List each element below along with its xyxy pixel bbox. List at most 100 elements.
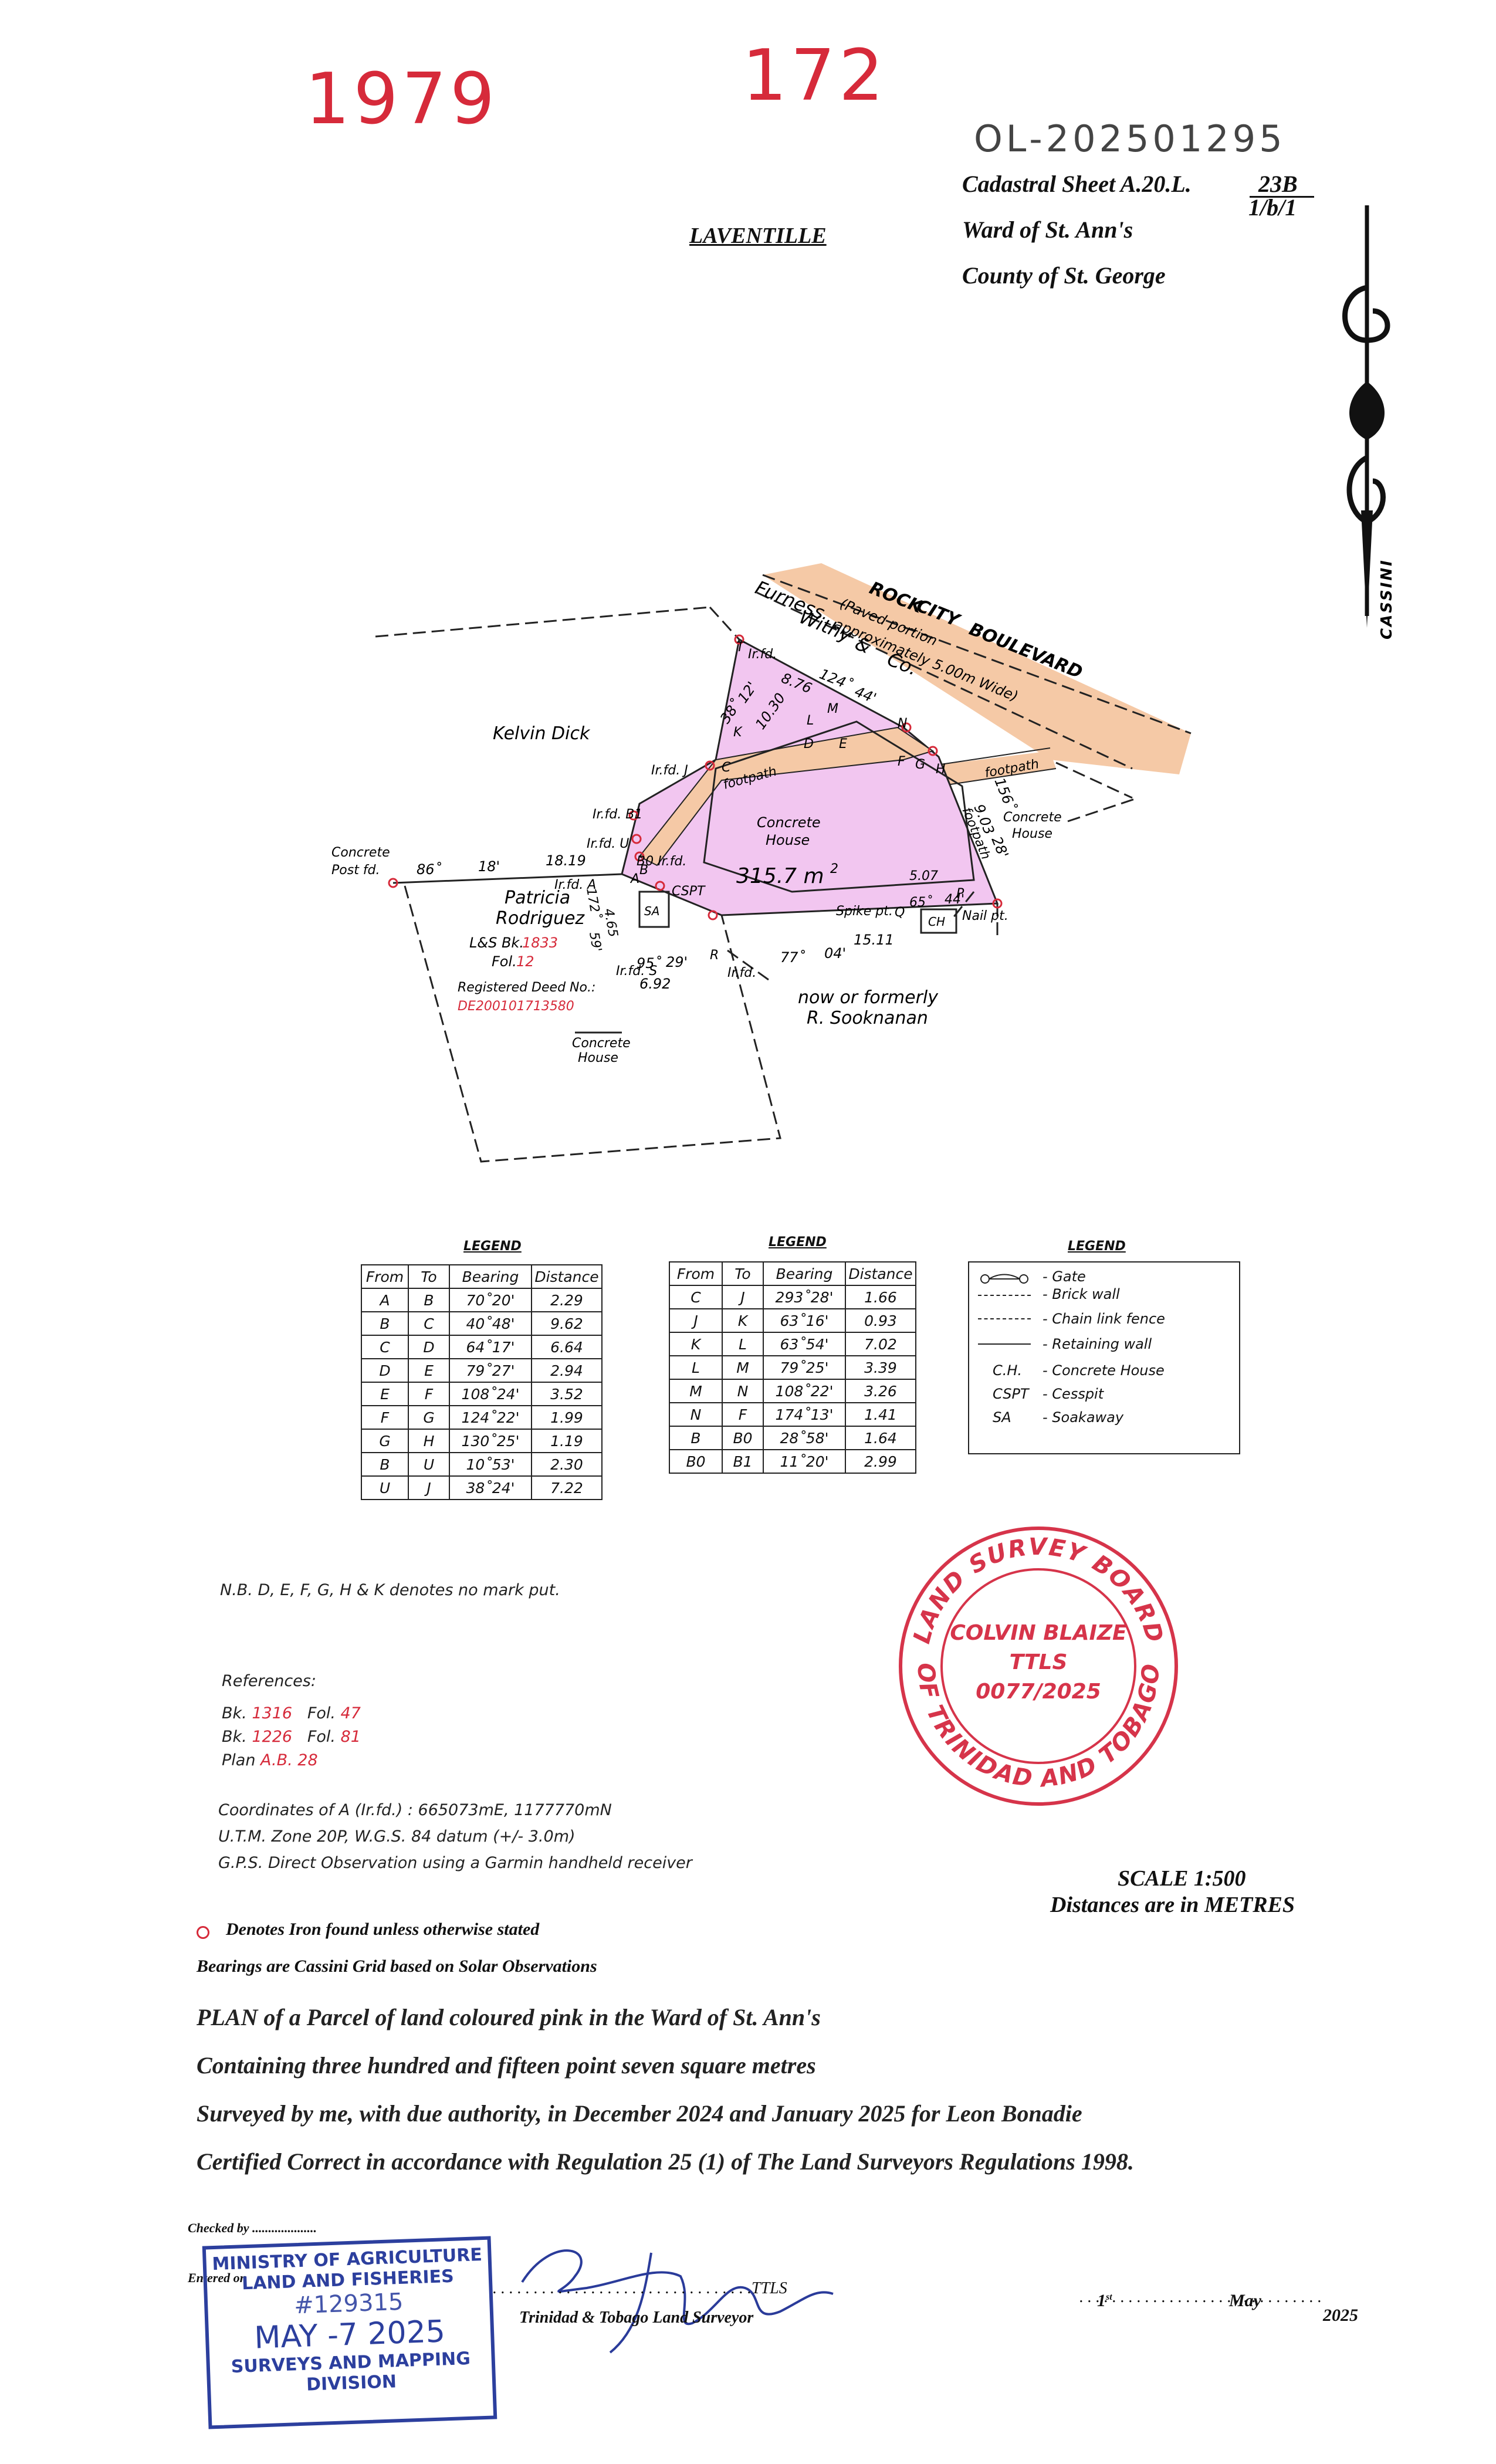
- sheet-number-top: 23B: [1258, 171, 1298, 197]
- svg-text:House: House: [578, 1051, 618, 1065]
- soakaway-box: [638, 891, 670, 928]
- reference-2: Bk. 1226 Fol. 81: [222, 1728, 361, 1746]
- legend2-title: LEGEND: [769, 1235, 827, 1250]
- svg-text:Q: Q: [895, 905, 905, 920]
- svg-text:COLVIN BLAIZE: COLVIN BLAIZE: [950, 1621, 1127, 1645]
- cadastral-sheet-label: Cadastral Sheet A.20.L.: [962, 171, 1192, 197]
- svg-text:DE200101713580: DE200101713580: [458, 999, 574, 1014]
- brick-wall-icon: [978, 1295, 1031, 1296]
- svg-text:Concrete: Concrete: [757, 814, 821, 831]
- svg-text:R: R: [710, 948, 719, 963]
- svg-text:Nail pt.: Nail pt.: [962, 909, 1008, 923]
- svg-text:12: 12: [516, 953, 534, 970]
- svg-text:Concrete: Concrete: [572, 1036, 631, 1051]
- reference-3: Plan A.B. 28: [222, 1751, 318, 1769]
- svg-text:B: B: [639, 863, 648, 878]
- svg-text:18.19: 18.19: [546, 852, 586, 869]
- coordinates-note: Coordinates of A (Ir.fd.) : 665073mE, 11…: [218, 1801, 612, 1819]
- entered-on: Entered on: [188, 2270, 247, 2285]
- svg-text:N: N: [898, 716, 907, 731]
- svg-text:44': 44': [945, 892, 964, 907]
- legend1-title: LEGEND: [463, 1239, 522, 1254]
- svg-text:6.92: 6.92: [639, 976, 671, 992]
- nb-note: N.B. D, E, F, G, H & K denotes no mark p…: [220, 1581, 560, 1599]
- svg-text:Concrete: Concrete: [1003, 810, 1062, 825]
- svg-text:House: House: [1012, 827, 1052, 841]
- county-label: County of St. George: [962, 262, 1166, 289]
- svg-text:95˚: 95˚: [637, 955, 662, 972]
- svg-text:K: K: [733, 725, 743, 740]
- scale-label: SCALE 1:500: [1118, 1866, 1246, 1891]
- chain-fence-icon: [978, 1318, 1031, 1319]
- svg-text:L&S Bk.: L&S Bk.: [469, 935, 524, 951]
- date-day: 1st: [1097, 2291, 1112, 2310]
- ch-box: [920, 908, 957, 934]
- svg-text:77˚: 77˚: [780, 949, 805, 966]
- iron-note: Denotes Iron found unless otherwise stat…: [226, 1920, 540, 1939]
- svg-text:5.07: 5.07: [909, 869, 938, 884]
- iron-found-icon: [197, 1926, 209, 1939]
- gate-icon: [978, 1268, 1031, 1289]
- retaining-wall-icon: [978, 1343, 1031, 1345]
- svg-text:0077/2025: 0077/2025: [976, 1680, 1101, 1704]
- svg-text:1833: 1833: [522, 935, 558, 951]
- svg-text:H: H: [936, 762, 946, 777]
- svg-text:86˚: 86˚: [417, 861, 442, 878]
- label-kelvin: Kelvin Dick: [493, 723, 591, 744]
- date-year: 2025: [1323, 2306, 1358, 2325]
- locality-title: LAVENTILLE: [689, 224, 827, 248]
- land-survey-board-seal: LAND SURVEY BOARD OF TRINIDAD AND TOBAGO…: [899, 1527, 1178, 1806]
- svg-text:Concrete: Concrete: [331, 845, 390, 860]
- bearings-note: Bearings are Cassini Grid based on Solar…: [197, 1957, 597, 1976]
- utm-note: U.T.M. Zone 20P, W.G.S. 84 datum (+/- 3.…: [218, 1827, 576, 1846]
- svg-text:59': 59': [586, 931, 604, 953]
- svg-text:04': 04': [824, 945, 846, 962]
- svg-text:SA: SA: [644, 904, 659, 918]
- svg-text:B0 Ir.fd.: B0 Ir.fd.: [637, 854, 686, 869]
- date-dots: . . . . . . . . . . . . . . . . . . . . …: [1079, 2288, 1322, 2306]
- svg-text:Fol.: Fol.: [492, 953, 517, 970]
- svg-text:C: C: [722, 760, 731, 775]
- sheet-number-bottom: 1/b/1: [1248, 194, 1297, 221]
- svg-text:Ir.fd. S: Ir.fd. S: [616, 964, 657, 979]
- references-title: References:: [222, 1672, 316, 1690]
- svg-text:R. Sooknanan: R. Sooknanan: [807, 1008, 928, 1028]
- surveyor-title: Trinidad & Tobago Land Surveyor: [519, 2309, 754, 2327]
- survey-plan: Kelvin Dick Furness Withy & Co. ROCK CIT…: [331, 563, 1192, 1163]
- ttls-dots: . . . . . . . . . . . . . . . . . . . . …: [493, 2279, 787, 2297]
- svg-text:156˚: 156˚: [991, 776, 1019, 813]
- checked-by: Checked by ....................: [188, 2221, 317, 2235]
- surveyor-signature: [521, 2249, 834, 2354]
- cert-line-1: PLAN of a Parcel of land coloured pink i…: [197, 2004, 821, 2030]
- svg-text:Ir.fd.: Ir.fd.: [748, 647, 777, 662]
- svg-text:M: M: [827, 702, 838, 716]
- sheet-number-divider: [1250, 196, 1314, 198]
- svg-text:Registered Deed No.:: Registered Deed No.:: [458, 980, 595, 995]
- svg-text:CSPT: CSPT: [672, 884, 706, 899]
- svg-text:4.65: 4.65: [601, 908, 620, 939]
- svg-text:Post fd.: Post fd.: [331, 863, 380, 878]
- svg-text:Patricia: Patricia: [505, 888, 570, 908]
- distance-units: Distances are in METRES: [1050, 1893, 1295, 1917]
- svg-text:15.11: 15.11: [854, 932, 894, 948]
- svg-text:Ir.fd. A: Ir.fd. A: [554, 878, 596, 892]
- svg-text:L: L: [807, 713, 814, 728]
- svg-text:F: F: [898, 754, 905, 769]
- svg-text:D: D: [804, 737, 814, 752]
- reference-number: OL-202501295: [974, 117, 1286, 160]
- svg-text:T: T: [736, 640, 745, 655]
- svg-text:now or formerly: now or formerly: [798, 987, 939, 1008]
